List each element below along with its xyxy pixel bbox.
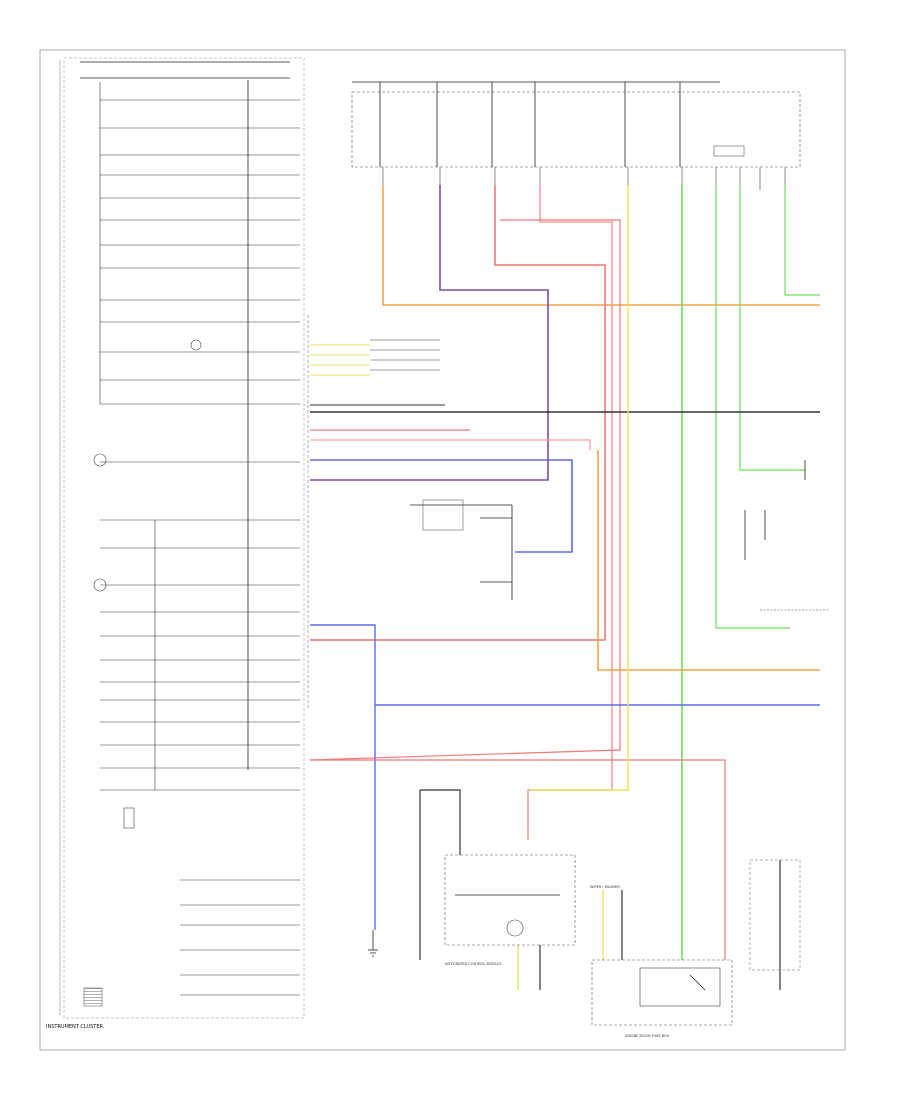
mid-connector-block [307, 315, 440, 710]
wire-orange-top [382, 185, 820, 306]
center-switch-module [410, 499, 513, 600]
wire-blue-1 [310, 459, 573, 553]
ground-symbols [368, 930, 378, 957]
top-fuse-box [351, 81, 801, 168]
wire-purple [310, 185, 549, 481]
wire-green-4 [784, 185, 820, 296]
connector-stubs [382, 167, 786, 190]
engine-room-fuse-box [591, 959, 733, 1026]
wire-blue-3 [310, 624, 376, 930]
wire-green-2 [715, 185, 790, 629]
cluster-internal-circuits [99, 82, 300, 996]
wire-red-2 [309, 219, 621, 761]
footer-left-label: INSTRUMENT CLUSTER [46, 1024, 104, 1030]
wire-pink-2 [310, 439, 591, 450]
wire-yellow [530, 185, 629, 791]
wire-red-4 [310, 759, 726, 960]
gauge-control-label: INTEGRATED CONTROL MODULE [445, 962, 502, 966]
engine-room-label: ENGINE ROOM FUSE BOX [625, 1034, 670, 1038]
wire-black-2 [420, 789, 461, 855]
right-side-components [744, 460, 830, 971]
wire-pink [527, 185, 613, 840]
cluster-lamps [83, 339, 202, 1007]
integrated-control-module [444, 854, 576, 946]
wire-orange-2 [597, 450, 820, 671]
diagram-frame [39, 49, 846, 1051]
instrument-cluster-block [59, 57, 305, 1019]
wiper-label: WIPER / WASHER [590, 885, 620, 889]
wire-green-3 [739, 185, 805, 471]
colored-wires [309, 185, 820, 990]
